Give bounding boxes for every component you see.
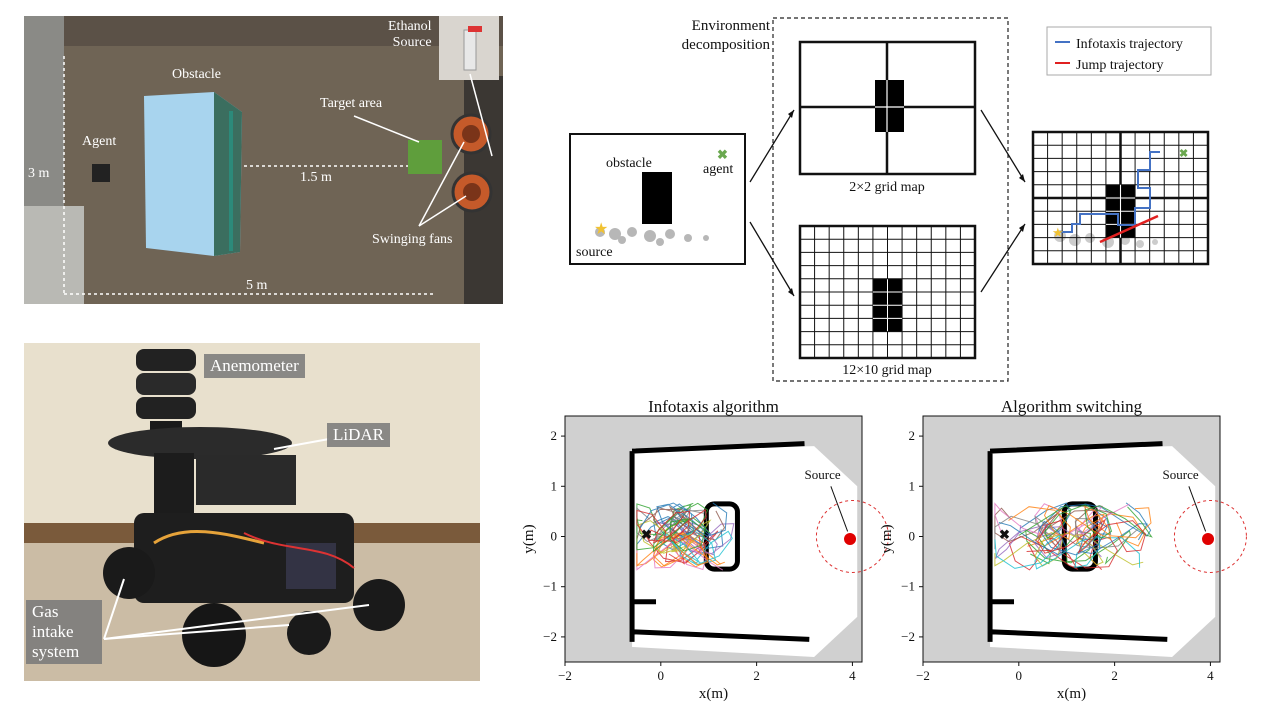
trajectory-line <box>636 508 707 544</box>
source-radius <box>1173 499 1247 573</box>
x-axis-label: x(m) <box>699 686 728 702</box>
grid-12x10-label: 12×10 grid map <box>842 363 932 378</box>
y-tick-label: 2 <box>551 428 558 443</box>
trajectory-line <box>1008 505 1152 541</box>
y-axis-label: y(m) <box>879 524 895 553</box>
y-tick-label: 1 <box>909 478 916 493</box>
infotaxis-trajectory <box>1060 151 1160 233</box>
label-lidar: LiDAR <box>327 423 390 447</box>
label-swinging-fans: Swinging fans <box>372 232 453 247</box>
trajectory-line <box>636 517 711 553</box>
source-marker-icon <box>1202 533 1215 545</box>
x-tick-label: 0 <box>658 668 665 683</box>
env-label-agent: agent <box>703 162 733 177</box>
decomposition-title: Environment decomposition <box>681 18 770 53</box>
trajectory-line <box>994 502 1130 538</box>
source-marker-icon <box>844 533 857 545</box>
combined-agent-icon: ✖ <box>1179 148 1188 160</box>
y-axis-label: y(m) <box>521 524 537 553</box>
grid-12x10 <box>798 224 977 360</box>
x-tick-label: 0 <box>1016 668 1023 683</box>
label-distance-1-5m: 1.5 m <box>300 170 332 185</box>
plot-title: Infotaxis algorithm <box>648 400 779 416</box>
y-tick-label: 0 <box>551 528 558 543</box>
x-tick-label: −2 <box>916 668 930 683</box>
trajectory-line <box>998 520 1148 556</box>
trajectory-line <box>648 529 719 565</box>
combined-source-star-icon: ★ <box>1052 225 1064 240</box>
trajectory-line <box>1026 518 1147 554</box>
x-tick-label: −2 <box>558 668 572 683</box>
combined-grid <box>1031 130 1210 266</box>
trajectory-line <box>1018 504 1153 540</box>
trajectory-line <box>636 507 708 543</box>
source-label: Source <box>1163 467 1199 482</box>
map-wall <box>987 441 1168 642</box>
label-gas-intake-system: Gas intake system <box>26 600 102 664</box>
label-agent: Agent <box>82 134 117 149</box>
jump-trajectory <box>1099 214 1159 244</box>
y-tick-label: −1 <box>901 579 915 594</box>
source-label: Source <box>805 467 841 482</box>
start-marker-icon: ✖ <box>641 527 652 542</box>
y-tick-label: 2 <box>909 428 916 443</box>
plot-title: Algorithm switching <box>1001 400 1143 416</box>
y-tick-label: 0 <box>909 528 916 543</box>
label-target-area: Target area <box>320 96 383 111</box>
y-tick-label: −2 <box>901 629 915 644</box>
trajectory-line <box>994 534 1141 570</box>
source-radius <box>815 499 889 573</box>
x-tick-label: 2 <box>1111 668 1118 683</box>
label-obstacle: Obstacle <box>172 67 221 82</box>
y-tick-label: 1 <box>551 478 558 493</box>
x-tick-label: 4 <box>849 668 856 683</box>
x-tick-label: 2 <box>753 668 760 683</box>
legend-jump: Jump trajectory <box>1076 58 1163 73</box>
label-distance-3m: 3 m <box>28 166 50 181</box>
grid-2x2-label: 2×2 grid map <box>849 180 925 195</box>
label-ethanol-source: Ethanol Source <box>388 19 432 50</box>
robot-photo: Anemometer LiDAR Gas intake system <box>24 343 480 681</box>
legend-infotaxis: Infotaxis trajectory <box>1076 37 1183 52</box>
arena-photo: Ethanol Source Obstacle Target area Agen… <box>24 16 503 304</box>
env-label-source: source <box>576 245 613 260</box>
start-marker-icon: ✖ <box>999 527 1010 542</box>
decomposition-diagram: ★ ✖ obstacle agent source 2×2 grid map 1… <box>569 17 1212 382</box>
map-wall <box>629 441 810 642</box>
source-star-icon: ★ <box>594 221 608 238</box>
label-distance-5m: 5 m <box>246 278 268 293</box>
y-tick-label: −2 <box>543 629 557 644</box>
agent-marker-icon: ✖ <box>717 147 728 162</box>
label-anemometer: Anemometer <box>204 354 305 378</box>
x-tick-label: 4 <box>1207 668 1214 683</box>
y-tick-label: −1 <box>543 579 557 594</box>
x-axis-label: x(m) <box>1057 686 1086 702</box>
env-label-obstacle: obstacle <box>606 156 652 171</box>
